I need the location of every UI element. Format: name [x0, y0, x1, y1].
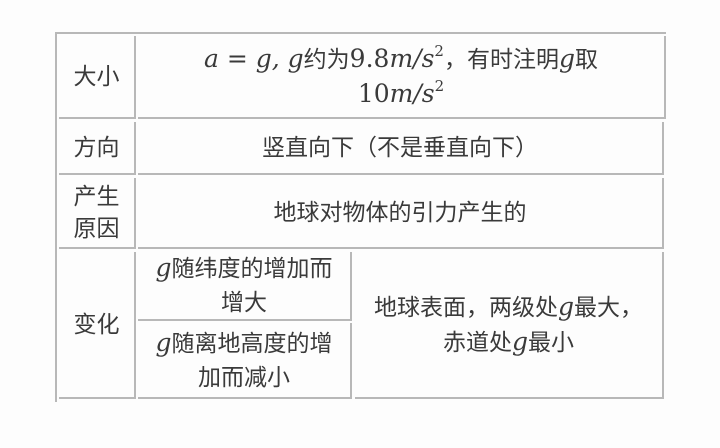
content-magnitude: a = g, g约为9.8m/s2，有时注明g取 10m/s2 [138, 36, 666, 119]
variation-latitude: g随纬度的增加而 增大 [138, 252, 352, 321]
content-direction: 竖直向下（不是垂直向下） [138, 122, 664, 175]
content-cause: 地球对物体的引力产生的 [138, 178, 664, 249]
header-cause: 产生 原因 [59, 178, 136, 249]
table-left-border [55, 32, 57, 402]
header-variation: 变化 [59, 252, 136, 399]
magnitude-line2: 10m/s2 [357, 76, 445, 108]
variation-summary: 地球表面，两级处g最大， 赤道处g最小 [355, 252, 664, 399]
magnitude-line1: a = g, g约为9.8m/s2，有时注明g取 [204, 41, 598, 73]
header-magnitude: 大小 [59, 36, 136, 119]
variation-altitude: g随离地高度的增 加而减小 [138, 323, 352, 399]
header-direction: 方向 [59, 122, 136, 175]
table-top-border [55, 32, 666, 34]
